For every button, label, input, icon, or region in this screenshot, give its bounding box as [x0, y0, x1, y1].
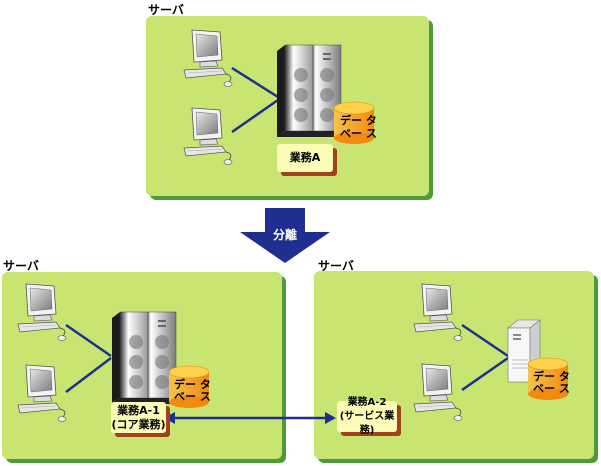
left-task-label-2: (コア業務) [111, 417, 166, 431]
left-database-label-1: デー タ [174, 377, 211, 391]
left-link-line-1 [65, 323, 112, 358]
right-database-label-2: ベー ス [533, 382, 570, 395]
bidirectional-arrow [164, 412, 336, 424]
bottom-right-server-label: サーバ [318, 259, 354, 273]
split-arrow-icon [240, 208, 330, 263]
right-task-label-1: 業務A-2 [347, 396, 387, 408]
top-link-line-2 [231, 98, 279, 134]
left-task-label-1: 業務A-1 [117, 403, 160, 417]
split-arrow-label: 分離 [273, 228, 298, 242]
top-task-box: 業務A [277, 144, 333, 172]
right-database-label-1: デー タ [533, 369, 570, 383]
left-task-box: 業務A-1 (コア業務) [111, 402, 166, 433]
top-mainframe-server-icon [276, 44, 342, 138]
left-link-line-2 [65, 357, 112, 393]
left-pc-icon-1 [17, 283, 67, 341]
right-pc-icon-1 [413, 283, 463, 341]
top-pc-icon-2 [183, 107, 233, 165]
right-task-label-2: (サービス業務) [339, 410, 395, 436]
top-database-label-1: デー タ [340, 113, 377, 127]
left-database-label-2: ベー ス [174, 390, 211, 403]
right-pc-icon-2 [413, 363, 463, 421]
right-link-line-2 [461, 356, 509, 392]
top-task-label: 業務A [289, 151, 321, 164]
right-link-line-1 [461, 323, 509, 358]
left-mainframe-server-icon [111, 311, 177, 405]
top-server-label: サーバ [148, 3, 184, 17]
right-task-box: 業務A-2 (サービス業務) [337, 397, 397, 436]
left-pc-icon-2 [17, 364, 67, 422]
top-pc-icon-1 [183, 29, 233, 87]
top-link-line-1 [231, 66, 279, 99]
bottom-left-server-label: サーバ [3, 259, 39, 273]
top-database-label-2: ベー ス [340, 127, 377, 140]
